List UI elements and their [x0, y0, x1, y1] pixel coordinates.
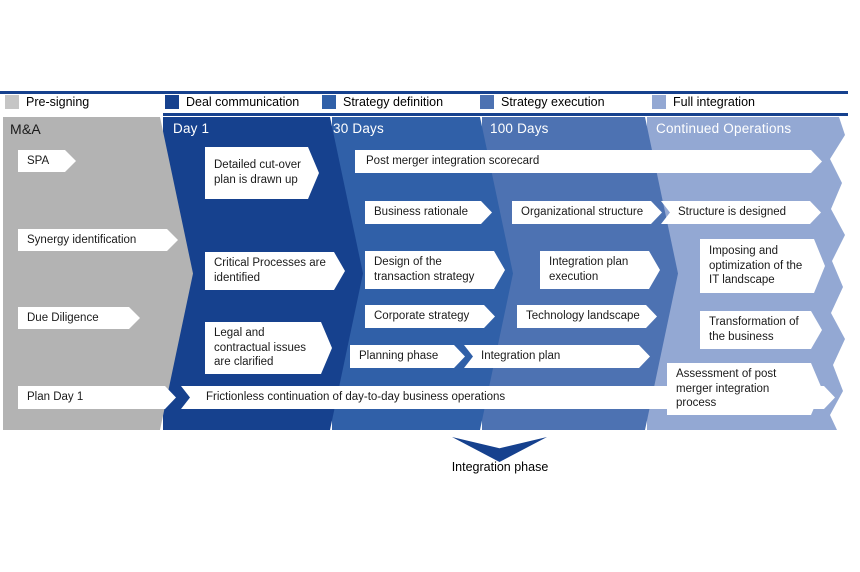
legend-label: Strategy execution: [501, 95, 605, 109]
item-legal-contractual-issues: Legal and contractual issues are clarifi…: [205, 322, 332, 374]
legend-color-pre-signing: [5, 95, 19, 109]
item-synergy-identification: Synergy identification: [18, 229, 178, 251]
item-transaction-strategy: Design of the transaction strategy: [365, 251, 505, 289]
down-arrow-icon: [452, 437, 547, 462]
legend-color-deal-communication: [165, 95, 179, 109]
legend-item-deal-communication: Deal communication: [165, 95, 299, 109]
item-spa: SPA: [18, 150, 76, 172]
legend-label: Strategy definition: [343, 95, 444, 109]
legend-item-strategy-definition: Strategy definition: [322, 95, 443, 109]
item-planning-phase: Planning phase: [350, 345, 465, 368]
banner-post-merger-scorecard: Post merger integration scorecard: [355, 150, 822, 173]
item-critical-processes: Critical Processes are identified: [205, 252, 345, 290]
item-detailed-cutover-plan: Detailed cut-over plan is drawn up: [205, 147, 319, 199]
legend-label: Deal communication: [186, 95, 300, 109]
column-title-ma: M&A: [10, 121, 41, 137]
item-business-transformation: Transformation of the business: [700, 311, 822, 349]
legend-color-full-integration: [652, 95, 666, 109]
column-title-30-days: 30 Days: [333, 121, 384, 136]
item-due-diligence: Due Diligence: [18, 307, 140, 329]
item-pmi-assessment: Assessment of post merger integration pr…: [667, 363, 822, 415]
column-title-100-days: 100 Days: [490, 121, 549, 136]
item-organizational-structure: Organizational structure: [512, 201, 662, 224]
legend-color-strategy-execution: [480, 95, 494, 109]
item-integration-plan: Integration plan: [464, 345, 650, 368]
legend-color-strategy-definition: [322, 95, 336, 109]
column-title-day-1: Day 1: [173, 121, 210, 136]
item-structure-is-designed: Structure is designed: [661, 201, 821, 224]
legend-item-full-integration: Full integration: [652, 95, 755, 109]
item-plan-day-1: Plan Day 1: [18, 386, 176, 409]
item-integration-plan-execution: Integration plan execution: [540, 251, 660, 289]
legend-item-pre-signing: Pre-signing: [5, 95, 89, 109]
legend-label: Full integration: [673, 95, 755, 109]
column-title-continued-operations: Continued Operations: [656, 121, 792, 136]
legend-label: Pre-signing: [26, 95, 90, 109]
header-rule: [163, 113, 848, 116]
integration-phase-label: Integration phase: [451, 460, 549, 474]
legend-item-strategy-execution: Strategy execution: [480, 95, 605, 109]
item-corporate-strategy: Corporate strategy: [365, 305, 495, 328]
item-it-landscape-optimization: Imposing and optimization of the IT land…: [700, 239, 825, 293]
item-technology-landscape: Technology landscape: [517, 305, 657, 328]
top-rule: [0, 91, 848, 94]
item-business-rationale: Business rationale: [365, 201, 492, 224]
